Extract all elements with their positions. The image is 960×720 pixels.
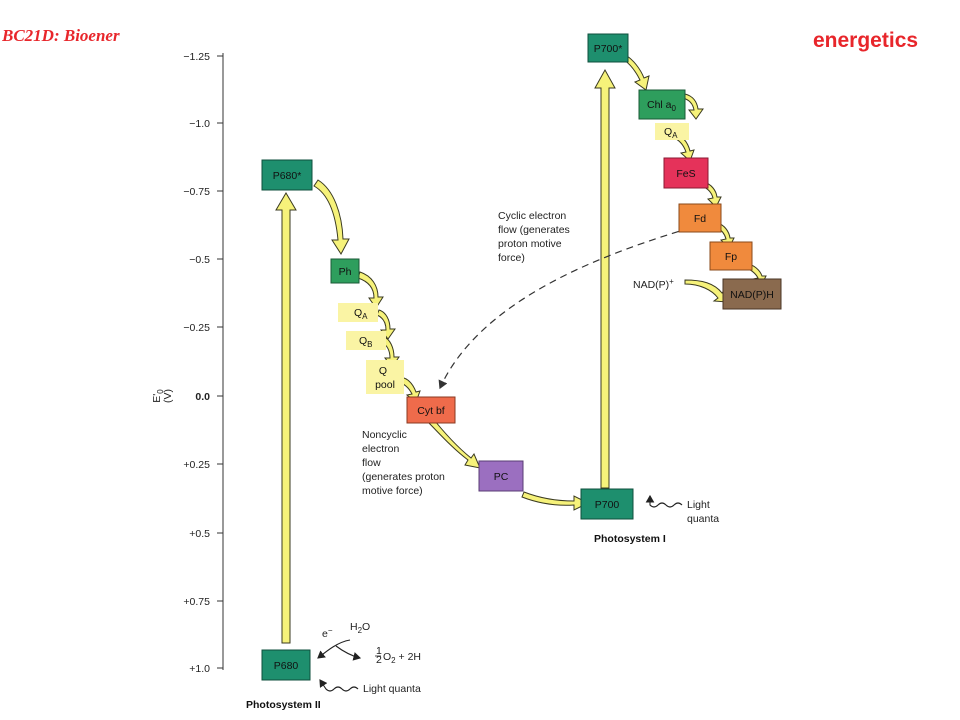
- tick-label: −0.5: [189, 254, 210, 266]
- fp-box: Fp: [709, 241, 753, 271]
- svg-text:QB: QB: [359, 335, 373, 349]
- svg-text:electron: electron: [362, 443, 400, 455]
- svg-text:FeS: FeS: [676, 168, 695, 180]
- svg-text:NAD(P)+: NAD(P)+: [633, 277, 674, 291]
- tick-n125: −1.25: [183, 51, 223, 63]
- svg-text:O2 + 2H: O2 + 2H: [383, 651, 421, 665]
- tick-p050: +0.5: [189, 528, 223, 540]
- svg-text:Light: Light: [687, 499, 710, 511]
- svg-text:PC: PC: [494, 471, 509, 483]
- svg-text:motive force): motive force): [362, 485, 423, 497]
- svg-text:Noncyclic: Noncyclic: [362, 429, 407, 441]
- cyclic-flow-label: Cyclic electron flow (generates proton m…: [498, 210, 570, 264]
- flow-arrows-ps2: [313, 179, 590, 511]
- slide-title-left: BC21D: Bioener: [2, 26, 120, 45]
- tick-n050: −0.5: [189, 254, 223, 266]
- svg-text:QA: QA: [664, 126, 678, 140]
- p680-box: P680: [261, 649, 311, 681]
- tick-label: +0.25: [183, 459, 210, 471]
- tick-n025: −0.25: [183, 322, 223, 334]
- qb-box: QB: [346, 331, 386, 350]
- svg-text:(generates proton: (generates proton: [362, 471, 445, 483]
- chl-a0-box: Chl a0: [638, 89, 686, 120]
- svg-text:NAD(P)H: NAD(P)H: [730, 289, 774, 301]
- nadph-box: NAD(P)H: [722, 278, 782, 310]
- nadp-label: NAD(P)+: [633, 277, 674, 291]
- noncyclic-flow-label: Noncyclic electron flow (generates proto…: [362, 429, 445, 497]
- svg-text:flow (generates: flow (generates: [498, 224, 570, 236]
- tick-label: −0.25: [183, 322, 210, 334]
- y-axis-ticks: −1.25 −1.0 −0.75 −0.5 −0.25 0.0 +0.25 +0…: [183, 51, 223, 675]
- fes-box: FeS: [663, 157, 709, 189]
- svg-text:force): force): [498, 252, 525, 264]
- cyclic-flow-arrow: [438, 227, 691, 390]
- svg-text:Cyclic electron: Cyclic electron: [498, 210, 566, 222]
- pc-box: PC: [478, 460, 524, 492]
- ps2-excitation-arrow: [275, 192, 297, 644]
- svg-text:quanta: quanta: [687, 513, 719, 525]
- svg-text:(V): (V): [162, 389, 174, 403]
- svg-text:QA: QA: [354, 307, 368, 321]
- svg-text:Fd: Fd: [694, 213, 706, 225]
- svg-text:Cyt bf: Cyt bf: [417, 405, 445, 417]
- light-quanta-label-ps1: Light quanta: [687, 499, 719, 525]
- svg-text:2: 2: [376, 654, 382, 666]
- svg-text:e−: e−: [322, 626, 333, 640]
- svg-text:proton motive: proton motive: [498, 238, 562, 250]
- tick-n100: −1.0: [189, 118, 223, 130]
- tick-p075: +0.75: [183, 596, 223, 608]
- svg-text:E'0: E'0: [151, 389, 165, 403]
- fd-box: Fd: [678, 203, 722, 233]
- light-wave-icon-ps2: [319, 679, 359, 692]
- ps1-excitation-arrow: [594, 68, 616, 489]
- p700-box: P700: [580, 488, 634, 520]
- tick-label: −1.0: [189, 118, 210, 130]
- p700-star-box: P700*: [587, 33, 629, 63]
- svg-text:P680*: P680*: [273, 170, 302, 182]
- photosystem-1-label: Photosystem I: [594, 533, 666, 545]
- svg-text:1: 1: [376, 645, 382, 657]
- tick-label: +0.75: [183, 596, 210, 608]
- svg-text:pool: pool: [375, 379, 395, 391]
- water-splitting: e− H2O 1 2 O2 + 2H: [317, 621, 421, 666]
- svg-text:flow: flow: [362, 457, 381, 469]
- qa-box-ps1: QA: [655, 123, 689, 140]
- svg-text:P680: P680: [274, 660, 299, 672]
- svg-text:Q: Q: [379, 365, 387, 377]
- tick-label: +1.0: [189, 663, 210, 675]
- pheophytin-box: Ph: [330, 258, 360, 284]
- svg-text:P700*: P700*: [594, 43, 623, 55]
- svg-text:Fp: Fp: [725, 251, 737, 263]
- slide-title-right: energetics: [813, 29, 919, 52]
- p680-star-box: P680*: [261, 159, 313, 191]
- photosystem-2-label: Photosystem II: [246, 699, 321, 711]
- light-quanta-label-ps2: Light quanta: [363, 683, 421, 695]
- tick-label: 0.0: [195, 391, 210, 403]
- svg-text:P700: P700: [595, 499, 620, 511]
- tick-label: −1.25: [183, 51, 210, 63]
- tick-p100: +1.0: [189, 663, 223, 675]
- tick-zero: 0.0: [195, 391, 223, 403]
- svg-text:Ph: Ph: [339, 266, 352, 278]
- light-wave-icon-ps1: [645, 494, 683, 508]
- svg-text:Chl a0: Chl a0: [647, 99, 677, 113]
- tick-label: +0.5: [189, 528, 210, 540]
- y-axis-label: E'0 (V): [151, 389, 174, 403]
- tick-p025: +0.25: [183, 459, 223, 471]
- qa-box-ps2: QA: [338, 303, 378, 322]
- svg-text:H2O: H2O: [350, 621, 370, 635]
- tick-n075: −0.75: [183, 186, 223, 198]
- cyt-bf-box: Cyt bf: [406, 396, 456, 424]
- tick-label: −0.75: [183, 186, 210, 198]
- q-pool-box: Q pool: [366, 360, 404, 394]
